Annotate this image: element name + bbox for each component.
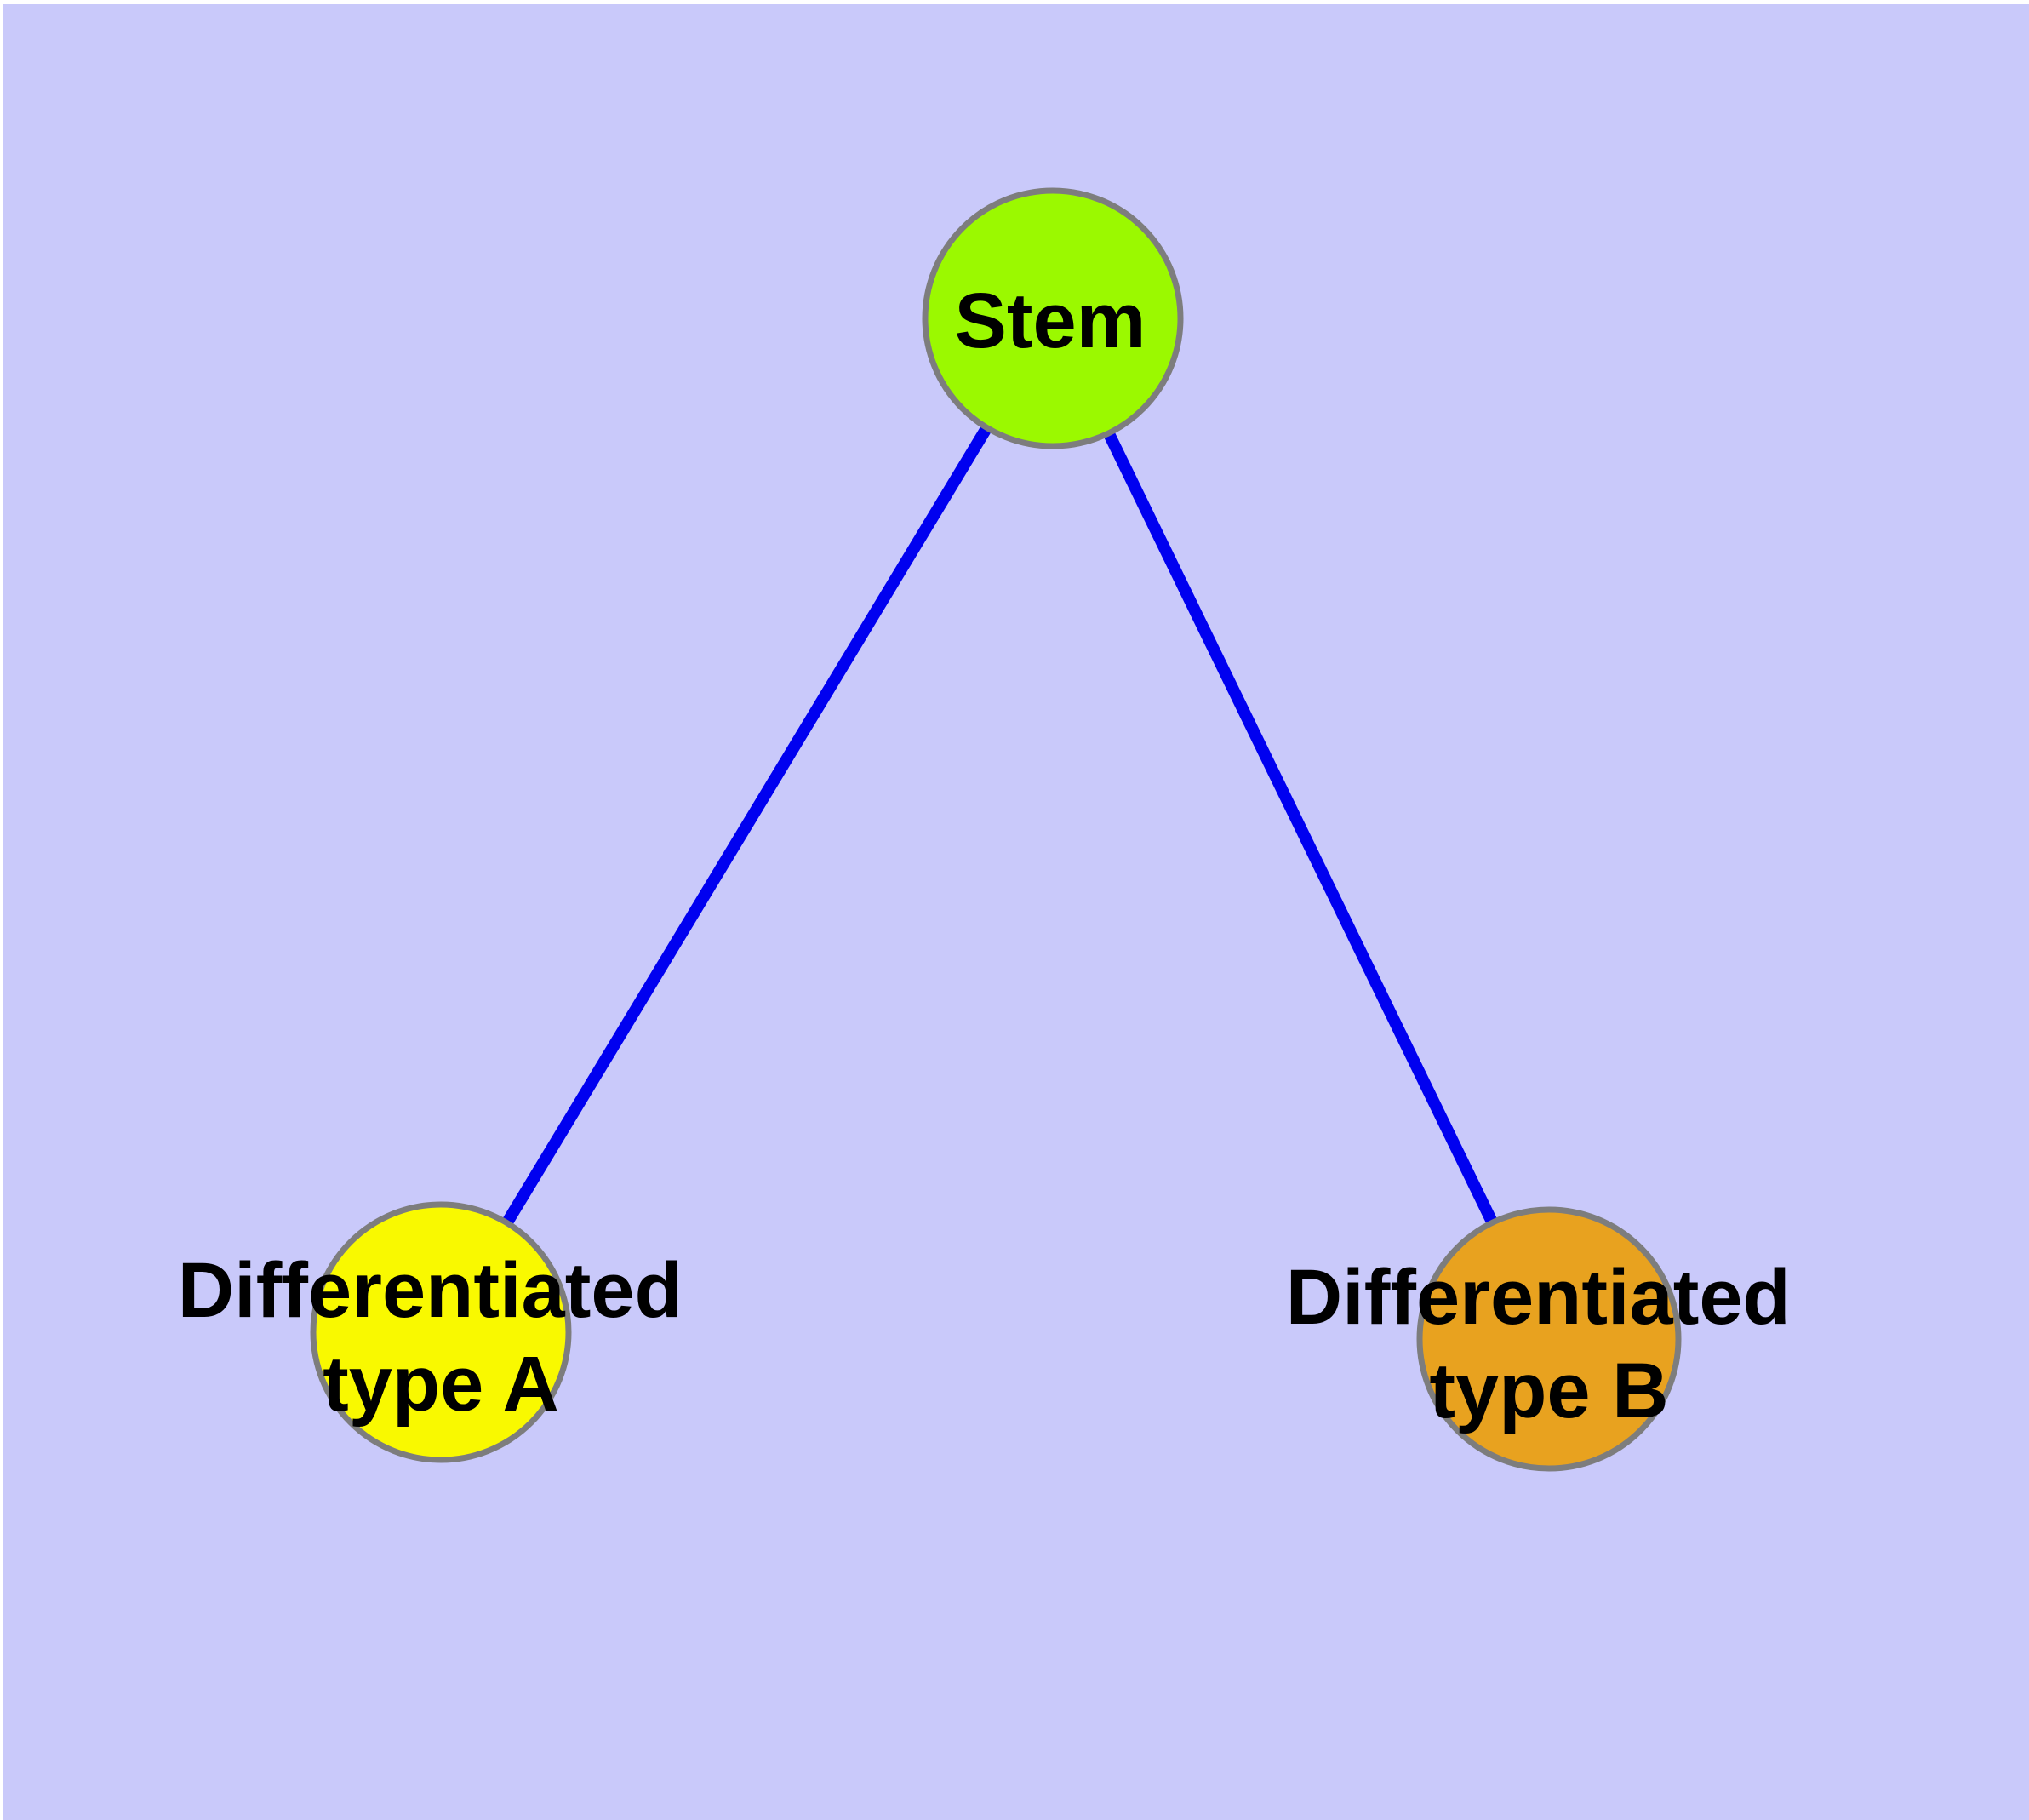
node-differentiated-type-a-label-line2: type A (323, 1341, 559, 1428)
node-differentiated-type-a-circle (310, 1201, 572, 1463)
node-differentiated-type-b-label-line2: type B (1429, 1348, 1668, 1434)
node-stem-circle (922, 187, 1184, 449)
node-differentiated-type-b-circle (1416, 1206, 1682, 1472)
node-stem-label: Stem (955, 278, 1146, 364)
node-differentiated-type-a-label: Differentiated type A (178, 1247, 705, 1428)
edge-stem-to-type-a (436, 315, 1058, 1336)
node-differentiated-type-a-label-line1: Differentiated (178, 1247, 683, 1334)
edge-stem-to-type-b (1047, 315, 1555, 1342)
node-differentiated-type-b-label-line1: Differentiated (1286, 1254, 1791, 1341)
node-differentiated-type-b-label: Differentiated type B (1286, 1254, 1813, 1434)
